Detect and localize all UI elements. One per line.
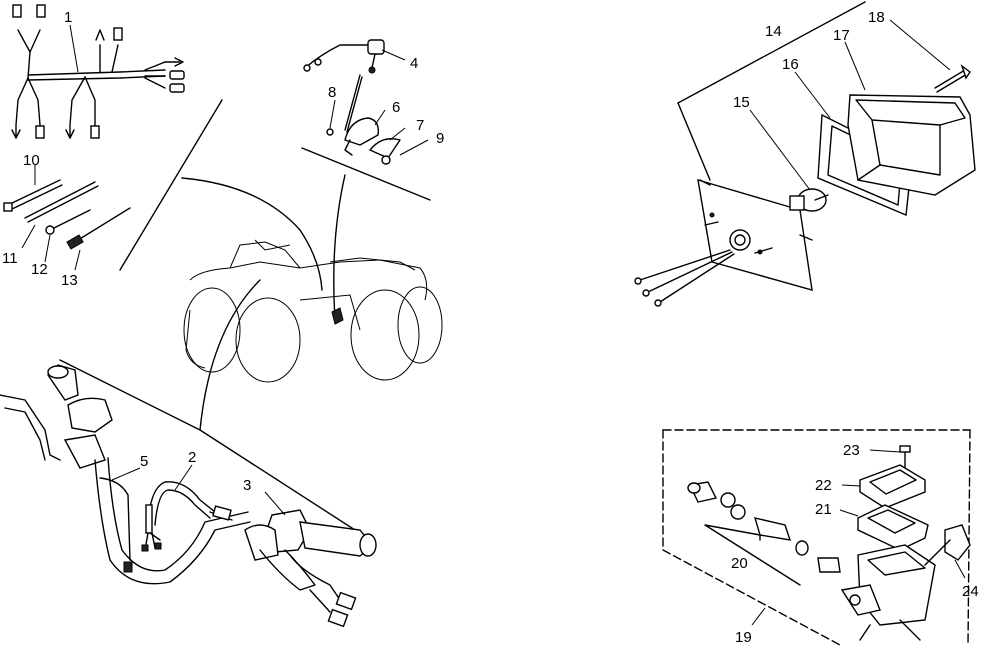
part-number-4: 4 [410,55,418,72]
part-number-3: 3 [243,477,251,494]
part-number-7: 7 [416,117,424,134]
part-number-6: 6 [392,99,400,116]
callout-lines [21,19,966,626]
part-number-20: 20 [731,555,748,572]
part-number-17: 17 [833,27,850,44]
atv-vehicle-outline [183,239,443,383]
part-number-19: 19 [735,629,752,646]
group-leader-lines [59,99,431,531]
part-number-11: 11 [2,250,18,267]
part-number-12: 12 [31,261,48,278]
part-number-14: 14 [765,23,782,40]
part-number-15: 15 [733,94,750,111]
part-number-21: 21 [815,501,832,518]
part-number-10: 10 [23,152,40,169]
wiring-harness [11,4,185,139]
part-number-23: 23 [843,442,860,459]
switch-assembly [303,39,401,165]
part-number-1: 1 [64,9,72,26]
part-number-2: 2 [188,449,196,466]
handlebar-assembly [0,364,377,628]
part-number-24: 24 [962,583,979,600]
master-cylinder-kit [662,429,971,646]
part-number-9: 9 [436,130,444,147]
part-number-18: 18 [868,9,885,26]
part-number-16: 16 [782,56,799,73]
cable-ties [3,179,131,250]
part-number-22: 22 [815,477,832,494]
part-number-labels: 1 2 3 4 5 6 7 8 9 10 11 12 13 14 15 16 1… [2,9,979,646]
part-number-8: 8 [328,84,336,101]
part-number-5: 5 [140,453,148,470]
part-number-13: 13 [61,272,78,289]
tail-light-assembly [634,1,976,307]
